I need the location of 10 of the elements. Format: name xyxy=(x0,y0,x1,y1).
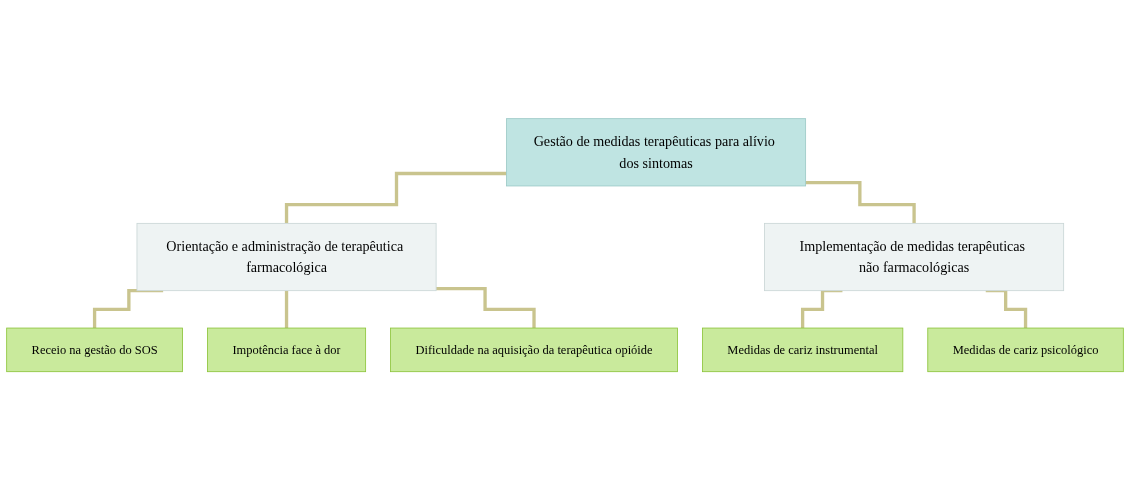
node-box: Receio na gestão do SOS xyxy=(6,327,183,372)
node-box: Dificuldade na aquisição da terapêutica opióide xyxy=(390,327,678,372)
node-box: Orientação e administração de terapêutica farmacológica xyxy=(136,222,437,291)
node-box: Implementação de medidas terapêuticas não farmacológicas xyxy=(764,222,1065,291)
node-box: Medidas de cariz instrumental xyxy=(702,327,904,372)
connector xyxy=(284,171,507,225)
node-box: Impotência face à dor xyxy=(207,327,367,372)
connector xyxy=(805,180,916,225)
node-box: Gestão de medidas terapêuticas para alívio dos sintomas xyxy=(506,118,807,187)
node-box: Medidas de cariz psicológico xyxy=(927,327,1124,372)
